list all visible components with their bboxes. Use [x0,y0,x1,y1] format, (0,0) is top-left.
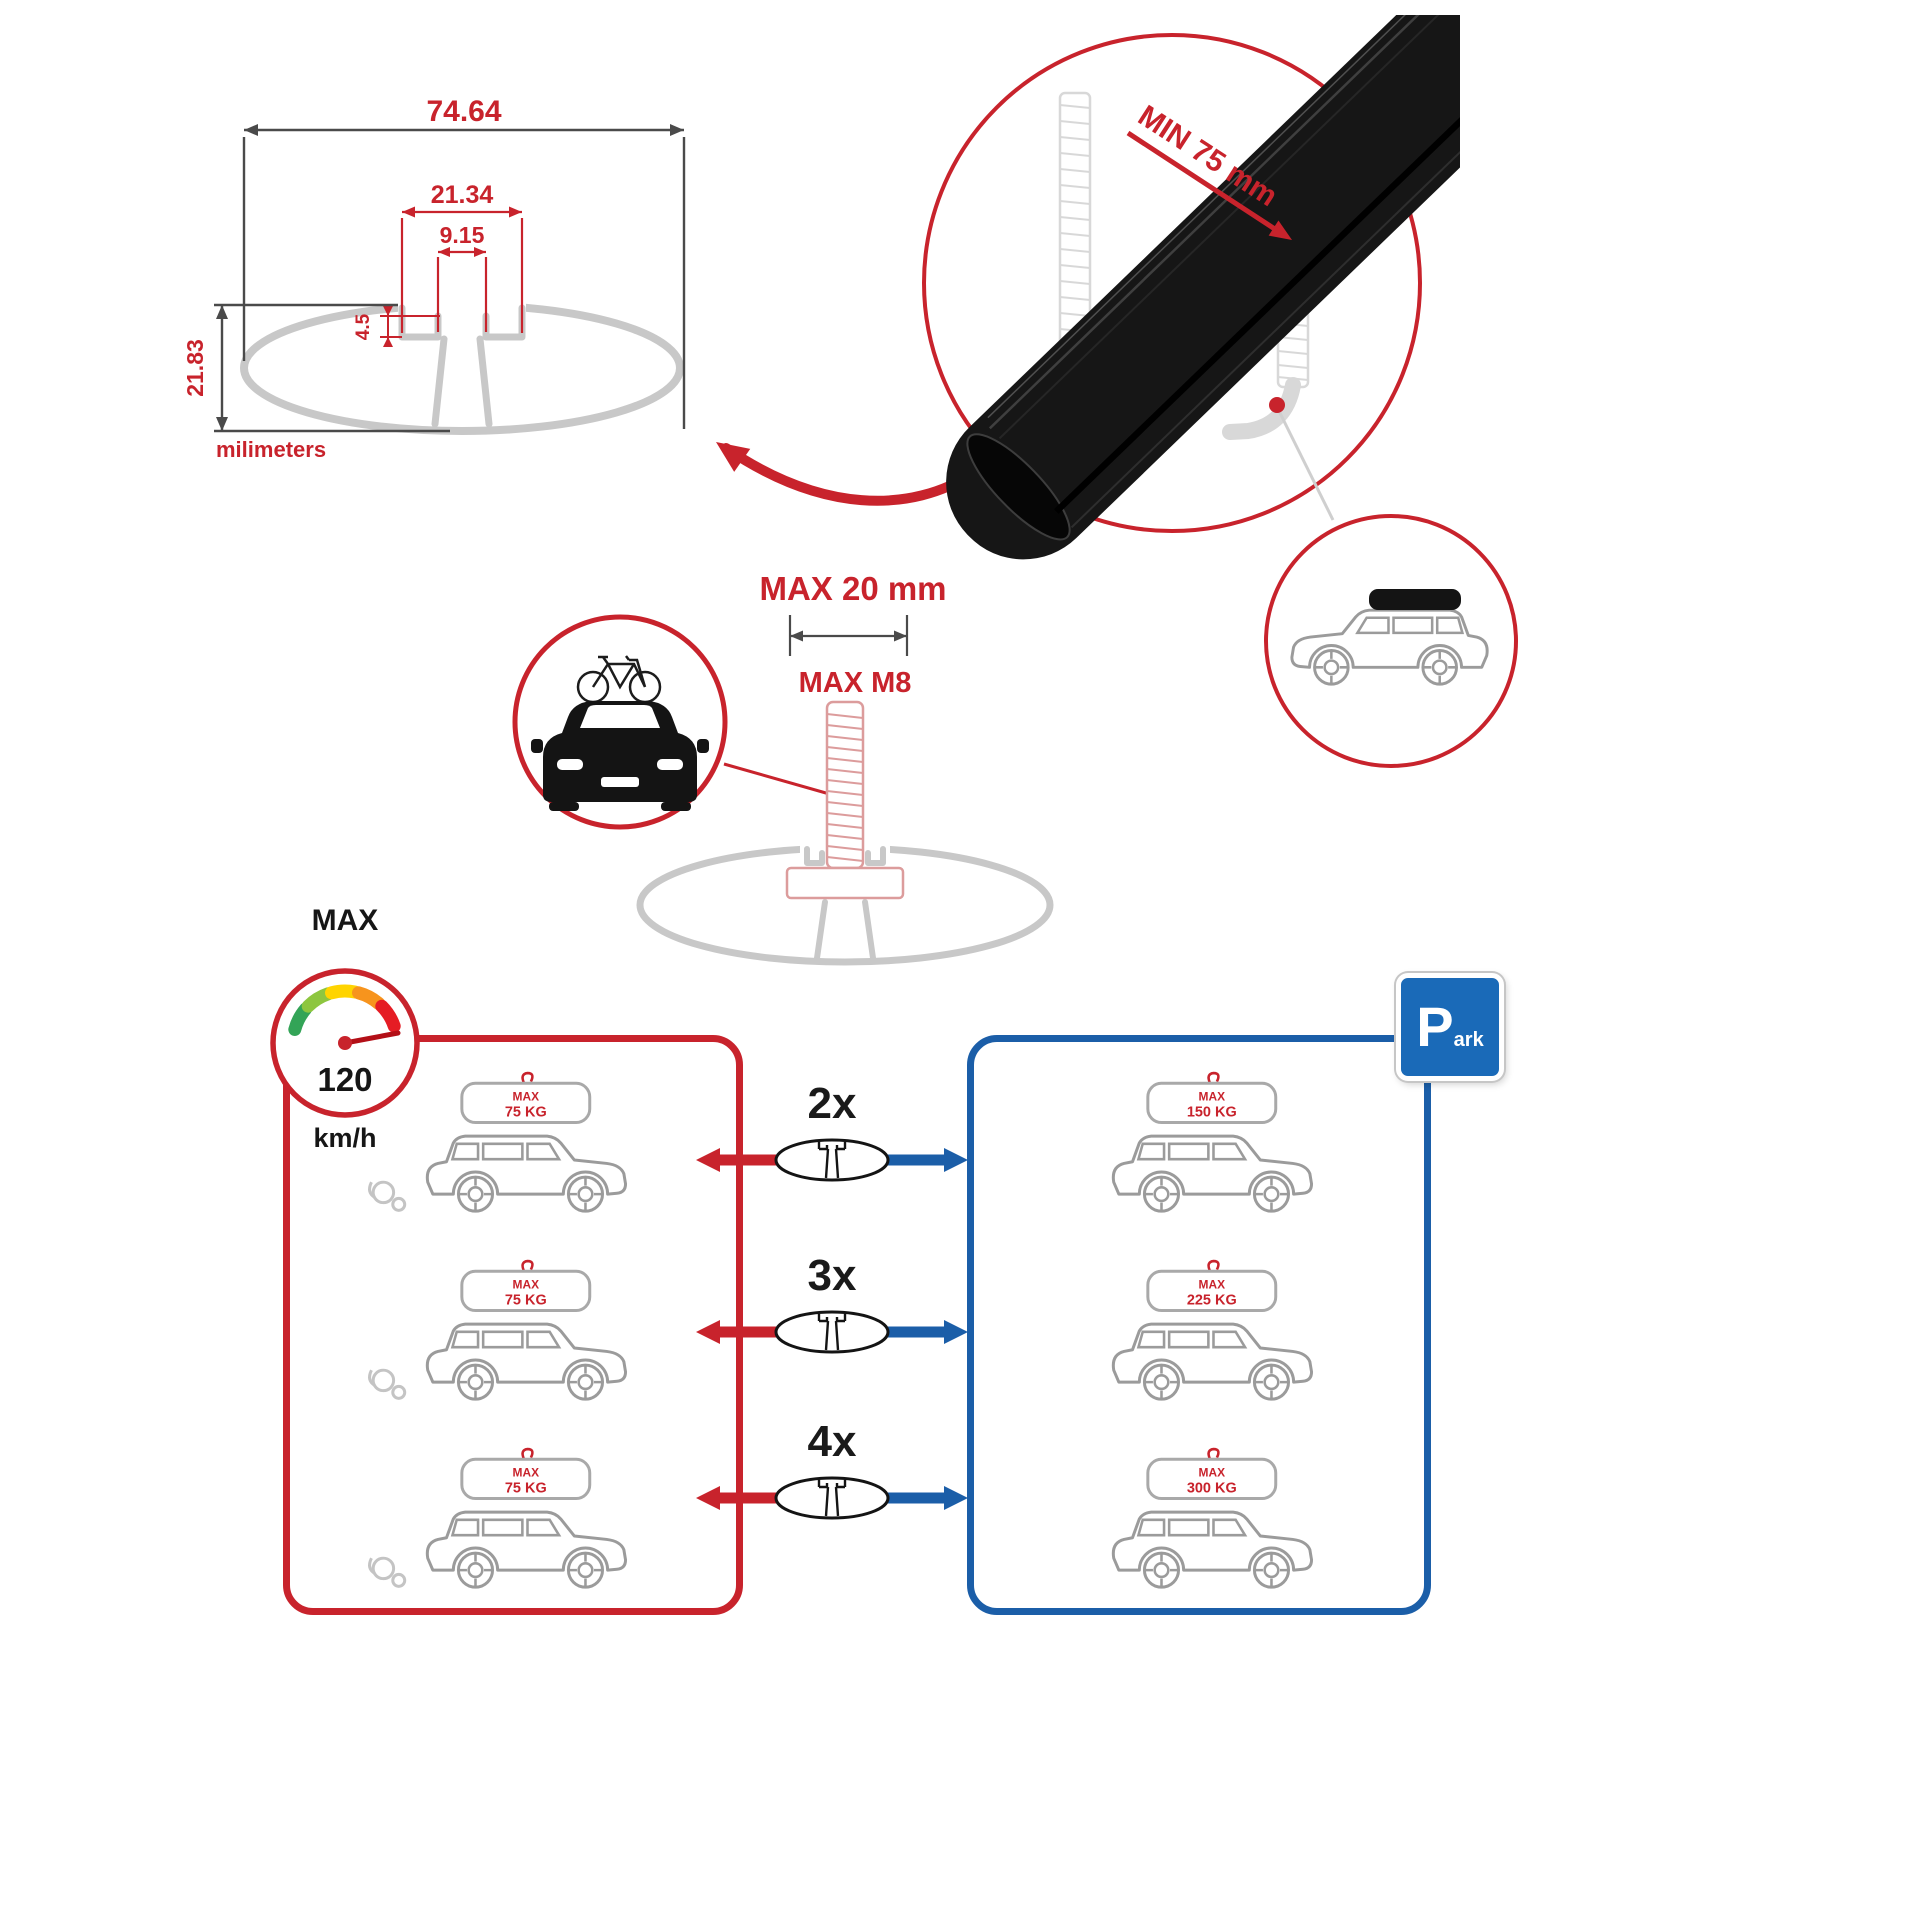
roof-cargo-icon [1146,1071,1278,1124]
dim-total-height-label: 21.83 [182,339,208,397]
cargo-load-label: 75 KG [505,1105,547,1121]
motion-swirl-icon [368,1556,407,1588]
dim-total-height-lines [214,303,450,433]
bolt-dimensions-diagram: MAX 20 mm MAX M8 [636,570,1054,966]
count-label: 4x [808,1417,857,1466]
park-sign-letter: P [1416,995,1454,1058]
bolt-max-width-label: MAX 20 mm [759,570,946,607]
suv-with-roofbox-icon [1290,589,1489,686]
t-bolt-icon [785,700,905,900]
cargo-max-label: MAX [1199,1277,1226,1291]
cargo-max-label: MAX [1199,1089,1226,1103]
dim-arrowheads [402,206,522,218]
car-side-icon [425,1134,628,1213]
vehicle-bike-circle [512,614,728,830]
suv-circle-outline [1264,514,1518,768]
car-with-roof-load: MAX 75 KG [368,1071,628,1213]
roof-cargo-icon [460,1071,592,1124]
dim-arrowheads [383,306,393,347]
blue-arrow-icon [944,1486,968,1510]
count-row: 3x [696,1251,968,1354]
crossbar-section-icon [774,1476,890,1520]
roof-cargo-icon [460,1259,592,1312]
moving-cars-panel: MAX 75 KG MAX 75 KG [283,1035,743,1615]
crossbar-count-column: 2x 3x 4x [696,1079,968,1520]
cargo-max-label: MAX [1199,1465,1226,1479]
crossbar-detail-circle: MIN 75 mm [922,15,1460,560]
units-label: milimeters [216,437,326,462]
dim-total-width-lines [242,128,686,429]
bolt-dim-lines [788,615,909,656]
profile-dimensions-diagram: 74.64 21.34 9.15 4.5 21.83 mili [182,95,686,462]
roof-cargo-icon [1146,1259,1278,1312]
roof-cargo-icon [1146,1447,1278,1500]
car-front-icon [531,701,709,811]
count-label: 3x [808,1251,857,1300]
count-label: 2x [808,1079,857,1128]
cargo-load-label: 75 KG [505,1293,547,1309]
suv-roofbox-circle [1264,514,1518,768]
t-slot-profile [804,846,886,961]
motion-swirl-icon [368,1368,407,1400]
cargo-max-label: MAX [513,1465,540,1479]
gauge-needle [342,1030,401,1046]
dim-slot-outer-label: 21.34 [431,181,494,209]
car-side-icon [1111,1510,1314,1589]
park-sign-suffix: ark [1453,1028,1484,1051]
red-arrow-icon [696,1320,720,1344]
car-side-icon [1111,1322,1314,1401]
car-side-icon [425,1322,628,1401]
crossbar-section-slot [817,1480,847,1517]
cargo-load-label: 150 KG [1187,1105,1237,1121]
speed-limit-gauge: MAX 120 km/h [270,904,420,1153]
blue-arrow-icon [944,1320,968,1344]
cargo-max-label: MAX [513,1277,540,1291]
roof-cargo-icon [460,1447,592,1500]
roofbox-icon [1369,589,1461,610]
min-clearance-arrow-shaft [1126,130,1286,238]
count-row: 4x [696,1417,968,1520]
red-arrow-icon [696,1148,720,1172]
gauge-hub [338,1036,352,1050]
car-side-icon [1111,1134,1314,1213]
dim-slot-opening-label: 9.15 [440,222,485,248]
speed-value: 120 [317,1061,372,1098]
count-row: 2x [696,1079,968,1182]
dim-lip-depth-label: 4.5 [353,313,374,340]
car-side-icon [425,1510,628,1589]
dim-arrowheads [216,305,228,431]
car-with-roof-load: MAX 75 KG [368,1259,628,1401]
crossbar-section-icon [774,1138,890,1182]
crossbar-section-icon [774,1310,890,1354]
dim-slot-outer-lines [400,210,524,333]
car-with-roof-load: MAX 300 KG [1111,1447,1314,1589]
blue-arrow-icon [944,1148,968,1172]
cargo-load-label: 75 KG [505,1481,547,1497]
car-with-roof-load: MAX 225 KG [1111,1259,1314,1401]
motion-swirl-icon [368,1180,407,1212]
parked-cars-panel: MAX 150 KG MAX 225 KG MAX 300 KG [967,1035,1431,1615]
min-clearance-arrow-icon [1268,220,1292,240]
dim-arrowheads [790,630,907,642]
car-with-roof-load: MAX 150 KG [1111,1071,1314,1213]
red-arrow-icon [696,1486,720,1510]
cargo-load-label: 225 KG [1187,1293,1237,1309]
car-with-roof-load: MAX 75 KG [368,1447,628,1589]
crossbar-section-slot [817,1142,847,1179]
dim-total-width-label: 74.64 [426,95,501,128]
speed-max-label: MAX [312,904,379,937]
bolt-max-thread-label: MAX M8 [799,667,912,699]
dim-arrowheads [438,247,486,257]
speed-units: km/h [313,1123,376,1153]
gauge-arcs [288,984,401,1036]
cargo-max-label: MAX [513,1089,540,1103]
cargo-load-label: 300 KG [1187,1481,1237,1497]
crossbar-section-slot [817,1314,847,1351]
